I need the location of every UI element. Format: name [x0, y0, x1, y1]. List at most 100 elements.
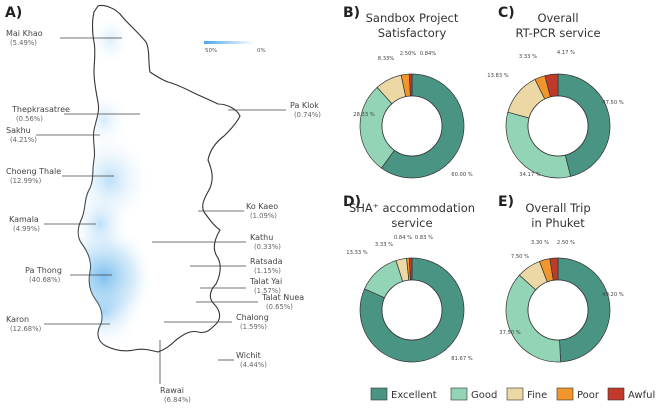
location-pct: (0.56%)	[16, 115, 43, 123]
location-name: Talat Yai	[249, 277, 282, 286]
panel-letter-a: A)	[5, 5, 22, 21]
location-kamala: Kamala(4.99%)	[9, 215, 96, 233]
location-labels: Mai Khao(5.49%) Thepkrasatree(0.56%) Sakhu…	[6, 29, 321, 404]
value-label-fine: 8.33%	[378, 56, 395, 62]
chart-title-line: Sandbox Project	[366, 11, 459, 25]
scale-max-label: 50%	[205, 48, 217, 54]
legend-item-excellent: Excellent	[370, 387, 437, 401]
panel-letter: D)	[343, 194, 361, 210]
legend-label: Awful	[628, 390, 655, 401]
chart-title-line: RT-PCR service	[515, 26, 600, 40]
location-ratsada: Ratsada(1.15%)	[190, 257, 283, 275]
location-name: Kathu	[250, 233, 273, 242]
location-sakhu: Sakhu(4.21%)	[6, 126, 100, 144]
location-karon: Karon(12.68%)	[6, 315, 110, 333]
location-thepkrasatree: Thepkrasatree(0.56%)	[11, 105, 140, 123]
location-pct: (1.59%)	[240, 323, 267, 331]
location-pct: (6.84%)	[164, 396, 191, 404]
location-name: Talat Nuea	[261, 293, 304, 302]
panel-letter: C)	[498, 5, 515, 21]
legend-label: Excellent	[391, 390, 437, 401]
location-pa-klok: Pa Klok(0.74%)	[228, 101, 321, 119]
legend-label: Fine	[527, 390, 547, 401]
scale-bar	[204, 41, 254, 44]
legend-swatch	[607, 387, 625, 401]
location-name: Kamala	[9, 215, 39, 224]
location-chalong: Chalong(1.59%)	[164, 313, 269, 331]
location-pct: (12.99%)	[10, 177, 42, 185]
location-name: Chalong	[236, 313, 269, 322]
location-pct: (0.65%)	[266, 303, 293, 311]
value-label-excellent: 81.67 %	[451, 356, 472, 362]
location-pa-thong: Pa Thong(40.68%)	[25, 266, 112, 284]
location-name: Mai Khao	[6, 29, 43, 38]
location-talat-yai: Talat Yai(1.57%)	[200, 277, 282, 295]
legend-swatch	[556, 387, 574, 401]
location-pct: (40.68%)	[29, 276, 61, 284]
legend-item-fine: Fine	[506, 387, 547, 401]
location-rawai: Rawai(6.84%)	[159, 340, 191, 404]
value-label-fine: 7.50 %	[511, 254, 529, 260]
location-name: Karon	[6, 315, 29, 324]
value-label-good: 34.17 %	[519, 172, 540, 178]
map-panel: A) 50% 0% Mai Khao(5.49%)Thepkrasatree(0…	[5, 4, 321, 404]
value-label-fine: 3.33 %	[375, 242, 393, 248]
value-label-excellent: 49.20 %	[602, 292, 623, 298]
value-label-poor: 3.33 %	[519, 54, 537, 60]
value-label-awful: 0.84%	[420, 51, 437, 57]
location-name: Ratsada	[250, 257, 283, 266]
value-label-poor: 0.84 %	[394, 235, 412, 241]
chart-title-line: Overall Trip	[525, 201, 590, 215]
donut-hole	[527, 95, 589, 157]
legend-swatch	[506, 387, 524, 401]
location-name: Wichit	[236, 351, 261, 360]
location-wichit: Wichit(4.44%)	[218, 351, 267, 369]
legend-label: Good	[471, 390, 497, 401]
location-name: Pa Klok	[290, 101, 319, 110]
location-name: Sakhu	[6, 126, 31, 135]
location-pct: (0.33%)	[254, 243, 281, 251]
location-pct: (5.49%)	[10, 39, 37, 47]
value-label-fine: 13.83 %	[487, 73, 508, 79]
value-label-excellent: 60.00 %	[451, 172, 472, 178]
chart-title-line: in Phuket	[531, 216, 585, 230]
value-label-poor: 3.30 %	[531, 240, 549, 246]
chart-title-line: service	[391, 216, 432, 230]
location-pct: (1.09%)	[250, 212, 277, 220]
location-pct: (4.99%)	[13, 225, 40, 233]
legend-item-poor: Poor	[556, 387, 600, 401]
location-pct: (12.68%)	[10, 325, 42, 333]
value-label-good: 28.33 %	[353, 112, 374, 118]
location-choeng-thale: Choeng Thale(12.99%)	[6, 167, 114, 185]
location-pct: (0.74%)	[294, 111, 321, 119]
location-ko-kaeo: Ko Kaeo(1.09%)	[198, 202, 278, 220]
value-label-good: 13.33 %	[346, 250, 367, 256]
chart-title-line: Overall	[537, 11, 578, 25]
legend-label: Poor	[577, 390, 600, 401]
value-label-poor: 2.50%	[400, 51, 417, 57]
location-name: Ko Kaeo	[246, 202, 278, 211]
location-name: Pa Thong	[25, 266, 62, 275]
value-label-good: 37.50 %	[499, 330, 520, 336]
legend-swatch	[450, 387, 468, 401]
location-pct: (4.21%)	[10, 136, 37, 144]
value-label-excellent: 47.50 %	[602, 100, 623, 106]
location-name: Thepkrasatree	[11, 105, 70, 114]
scale-min-label: 0%	[257, 48, 266, 54]
legend: Excellent Good Fine Poor Awful	[370, 387, 655, 401]
location-name: Choeng Thale	[6, 167, 61, 176]
location-talat-nuea: Talat Nuea(0.65%)	[196, 293, 304, 311]
location-pct: (1.15%)	[254, 267, 281, 275]
location-kathu: Kathu(0.33%)	[152, 233, 281, 251]
location-pct: (4.44%)	[240, 361, 267, 369]
heat-scale: 50% 0%	[204, 41, 266, 54]
value-label-awful: 0.83 %	[415, 235, 433, 241]
location-pct: (1.57%)	[254, 287, 281, 295]
legend-item-awful: Awful	[607, 387, 655, 401]
